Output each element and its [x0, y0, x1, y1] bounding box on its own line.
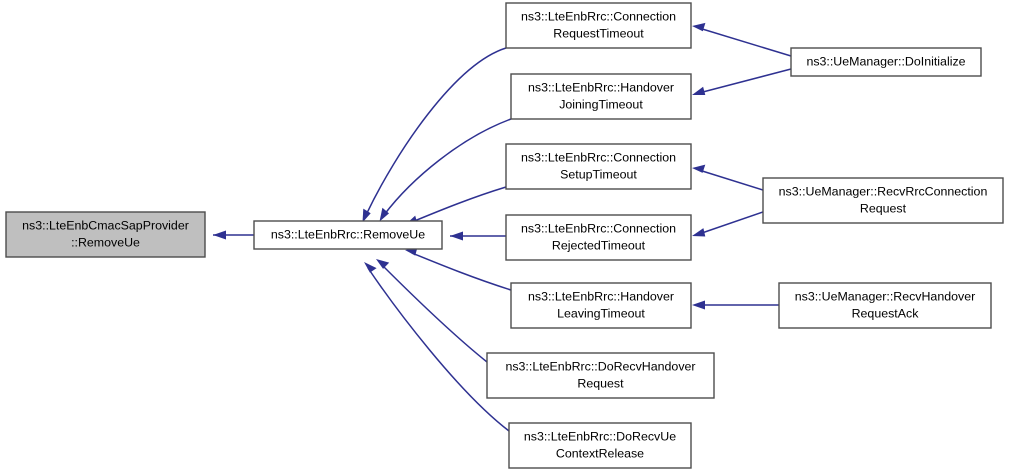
node-label-line1: ns3::LteEnbRrc::Connection: [521, 222, 676, 236]
node-label-line2: SetupTimeout: [560, 168, 637, 182]
arrowhead-icon: [364, 262, 377, 273]
node-box[interactable]: [5, 211, 206, 258]
call-edge: [692, 68, 792, 95]
node-label-line2: ::RemoveUe: [71, 236, 140, 250]
arrowhead-icon: [213, 230, 226, 240]
arrowhead-icon: [450, 231, 463, 241]
node-box[interactable]: [505, 2, 692, 49]
arrowhead-icon: [362, 208, 371, 223]
node-label-line1: ns3::LteEnbRrc::DoRecvHandover: [505, 360, 695, 374]
node-box[interactable]: [510, 282, 692, 329]
node-box[interactable]: [508, 422, 692, 469]
call-edge: [692, 164, 764, 191]
node-label-line1: ns3::LteEnbRrc::Connection: [521, 10, 676, 24]
graph-node[interactable]: ns3::LteEnbRrc::RemoveUe: [253, 220, 443, 250]
node-label-line2: Request: [577, 377, 624, 391]
graph-node[interactable]: ns3::UeManager::DoInitialize: [790, 47, 982, 77]
node-label: ns3::UeManager::DoInitialize: [806, 54, 965, 68]
node-label-line1: ns3::LteEnbRrc::Handover: [528, 81, 674, 95]
arrowhead-icon: [692, 228, 706, 237]
node-label-line1: ns3::LteEnbCmacSapProvider: [22, 219, 189, 233]
call-edge: [364, 262, 510, 432]
node-label-line2: RequestAck: [852, 307, 920, 321]
node-label-line2: RejectedTimeout: [552, 239, 646, 253]
node-label: ns3::LteEnbCmacSapProvider::RemoveUe: [22, 219, 189, 250]
call-edge: [450, 231, 506, 241]
arrowhead-icon: [376, 259, 390, 269]
node-box[interactable]: [505, 143, 692, 190]
node-label-line2: Request: [860, 202, 907, 216]
node-box[interactable]: [510, 73, 692, 120]
node-box[interactable]: [486, 352, 715, 399]
call-edge: [379, 118, 512, 222]
call-edge: [213, 230, 254, 240]
arrowhead-icon: [692, 22, 706, 32]
call-edge: [405, 247, 512, 291]
node-box[interactable]: [253, 220, 443, 250]
nodes-layer: ns3::LteEnbCmacSapProvider::RemoveUens3:…: [5, 2, 1004, 469]
node-label-line2: ContextRelease: [556, 447, 644, 461]
arrowhead-icon: [379, 207, 389, 222]
node-box[interactable]: [505, 214, 692, 261]
node-label-line1: ns3::LteEnbRrc::Connection: [521, 151, 676, 165]
node-label-line1: ns3::LteEnbRrc::Handover: [528, 290, 674, 304]
node-box[interactable]: [790, 47, 982, 77]
node-label-line2: RequestTimeout: [553, 27, 644, 41]
call-edge: [692, 22, 792, 57]
call-edge: [692, 211, 764, 237]
call-edge: [692, 300, 779, 310]
call-edge: [362, 47, 507, 223]
node-box[interactable]: [762, 177, 1004, 224]
node-label-line2: JoiningTimeout: [559, 98, 643, 112]
call-edge: [376, 259, 488, 363]
arrowhead-icon: [692, 300, 705, 310]
arrowhead-icon: [692, 86, 706, 95]
arrowhead-icon: [692, 164, 706, 173]
graph-node[interactable]: ns3::LteEnbCmacSapProvider::RemoveUe: [5, 211, 206, 258]
node-box[interactable]: [778, 282, 992, 329]
call-edge: [405, 186, 507, 225]
node-label-line1: ns3::UeManager::RecvHandover: [795, 290, 975, 304]
node-label-line2: LeavingTimeout: [557, 307, 645, 321]
node-label-line1: ns3::LteEnbRrc::DoRecvUe: [524, 430, 676, 444]
node-label: ns3::LteEnbRrc::RemoveUe: [271, 227, 425, 241]
node-label-line1: ns3::UeManager::RecvRrcConnection: [779, 185, 988, 199]
